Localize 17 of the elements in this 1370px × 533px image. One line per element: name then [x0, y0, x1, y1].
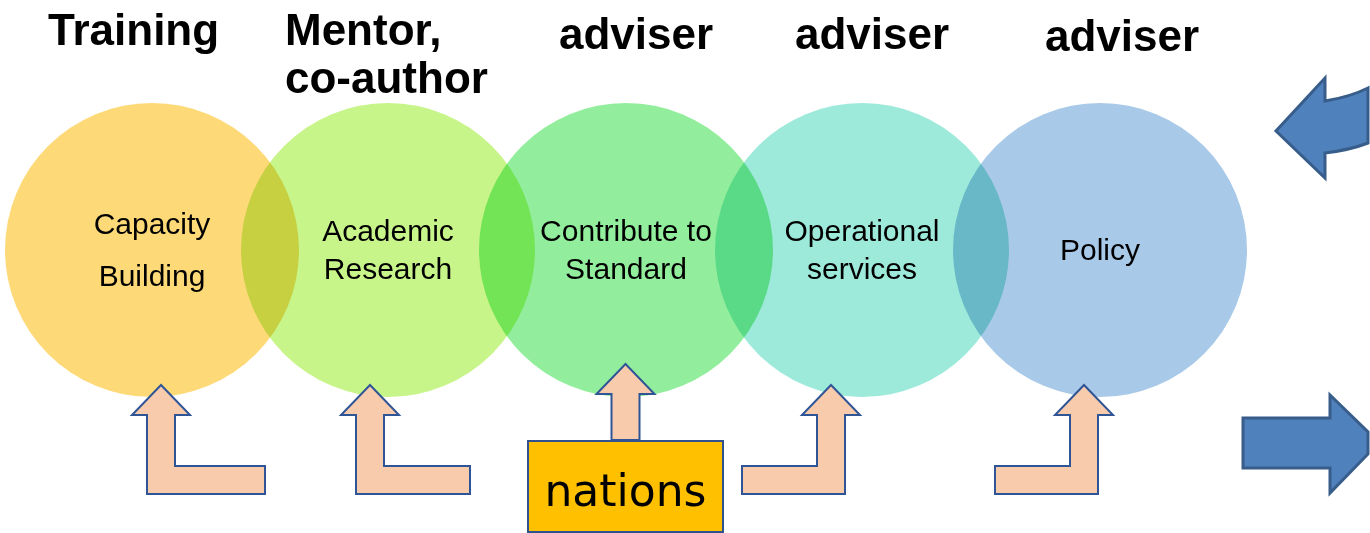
block-arrow	[338, 383, 471, 495]
circle-heading: adviser	[1043, 12, 1201, 60]
circle-label: Operational services	[783, 213, 941, 287]
block-arrow	[594, 362, 657, 441]
circle-heading: adviser	[793, 10, 951, 58]
circle-heading: Mentor, co-author	[285, 6, 489, 102]
block-arrow	[994, 383, 1116, 495]
circle-label: Capacity Building	[92, 206, 212, 294]
block-arrow	[741, 383, 863, 495]
box-label: nations	[543, 464, 708, 518]
block-arrow	[129, 383, 266, 495]
circle-label: Academic Research	[321, 213, 455, 287]
circle-heading: Training	[48, 6, 221, 54]
circle-label: Policy	[1059, 232, 1141, 268]
nations-box	[527, 440, 724, 533]
circle-heading: adviser	[557, 10, 715, 58]
circle-label: Contribute to Standard	[539, 213, 713, 287]
